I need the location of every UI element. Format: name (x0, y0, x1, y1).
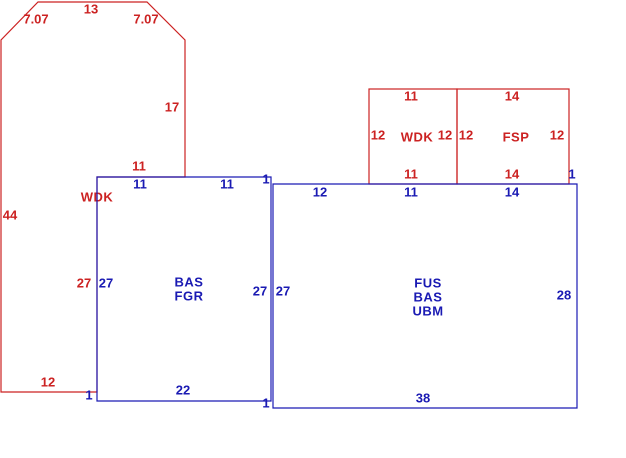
fus-label-line-3: UBM (412, 303, 443, 318)
bas-fgr-label-line-2: FGR (175, 288, 204, 303)
bas-fgr-bottom-left-corner-dim: 1 (85, 387, 92, 402)
wdk-deck-right-upper-dim: 17 (165, 99, 179, 114)
wdk-deck-top-right-diag-dim: 7.07 (133, 11, 158, 26)
bas-fgr-right-dim: 27 (253, 283, 267, 298)
fus-top-left-dim: 12 (313, 184, 327, 199)
wdk-small-label: WDK (401, 129, 434, 144)
fsp-top-dim: 14 (505, 88, 520, 103)
fus-label-line-2: BAS (414, 289, 443, 304)
bas-fgr-outline (96, 176, 272, 402)
fus-top-mid-dim: 11 (404, 184, 418, 199)
fsp-bottom-dim: 14 (505, 166, 520, 181)
wdk-small-left-dim: 12 (371, 127, 385, 142)
wdk-deck-top-left-diag-dim: 7.07 (23, 11, 48, 26)
fsp-label: FSP (503, 129, 530, 144)
bas-fgr-top-left-dim: 11 (133, 176, 147, 191)
wdk-small-top-dim: 11 (404, 88, 418, 103)
wdk-small-area: 11 11 12 12 WDK (368, 88, 458, 185)
fus-bas-ubm-area: 12 11 14 1 27 28 38 FUS BAS UBM (272, 166, 578, 409)
bas-fgr-bottom-right-corner-dim: 1 (262, 395, 269, 410)
fus-top-right-corner-dim: 1 (568, 166, 575, 181)
bas-fgr-bottom-dim: 22 (176, 382, 190, 397)
bas-fgr-top-right-dim: 11 (220, 176, 234, 191)
wdk-deck-left-dim: 44 (3, 207, 18, 222)
fus-right-dim: 28 (557, 287, 571, 302)
fus-label-line-1: FUS (414, 275, 442, 290)
fus-left-dim: 27 (276, 283, 290, 298)
bas-fgr-area: 11 11 1 27 27 22 1 1 BAS FGR (85, 171, 272, 410)
fus-bas-ubm-outline (272, 183, 578, 409)
fsp-right-dim: 12 (550, 127, 564, 142)
wdk-small-right-dim: 12 (438, 127, 452, 142)
bas-fgr-top-corner-dim: 1 (262, 171, 269, 186)
fus-top-right-dim: 14 (505, 184, 520, 199)
wdk-deck-right-lower-dim: 11 (132, 158, 146, 173)
fsp-left-dim: 12 (459, 127, 473, 142)
wdk-deck-inner-left-dim: 27 (77, 275, 91, 290)
fsp-area: 14 14 12 12 FSP (456, 88, 570, 185)
wdk-deck-top-dim: 13 (84, 1, 98, 16)
fus-bottom-dim: 38 (416, 390, 430, 405)
wdk-small-bottom-dim: 11 (404, 166, 418, 181)
wdk-deck-bottom-dim: 12 (41, 374, 55, 389)
wdk-deck-area: 13 7.07 7.07 17 11 44 27 12 WDK (0, 1, 186, 393)
bas-fgr-label-line-1: BAS (175, 274, 204, 289)
bas-fgr-left-dim: 27 (99, 275, 113, 290)
